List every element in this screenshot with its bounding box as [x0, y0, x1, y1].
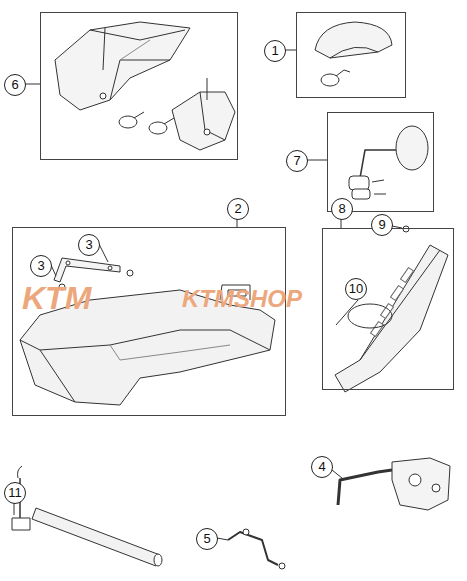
callout-number: 6: [4, 74, 26, 96]
part-group-box: 6: [40, 12, 238, 160]
callout-number: 4: [311, 456, 333, 478]
callout-number: 9: [371, 214, 393, 236]
callout-number: 5: [196, 528, 218, 550]
watermark-text: KTMSHOP: [182, 285, 302, 313]
callout-number: 2: [227, 198, 249, 220]
part-group-box: 1: [296, 12, 406, 98]
callout-number: 3: [78, 234, 100, 256]
callout-number: 10: [345, 278, 367, 300]
watermark-text: KTM: [22, 280, 91, 317]
part-group-box: 2: [12, 227, 286, 416]
callout-number: 1: [264, 40, 286, 62]
part-group-box: 8: [322, 228, 454, 390]
callout-number: 8: [331, 198, 353, 220]
callout-number: 11: [4, 482, 26, 504]
callout-number: 3: [30, 255, 52, 277]
callout-number: 7: [286, 150, 308, 172]
part-group-box: 7: [327, 112, 434, 212]
